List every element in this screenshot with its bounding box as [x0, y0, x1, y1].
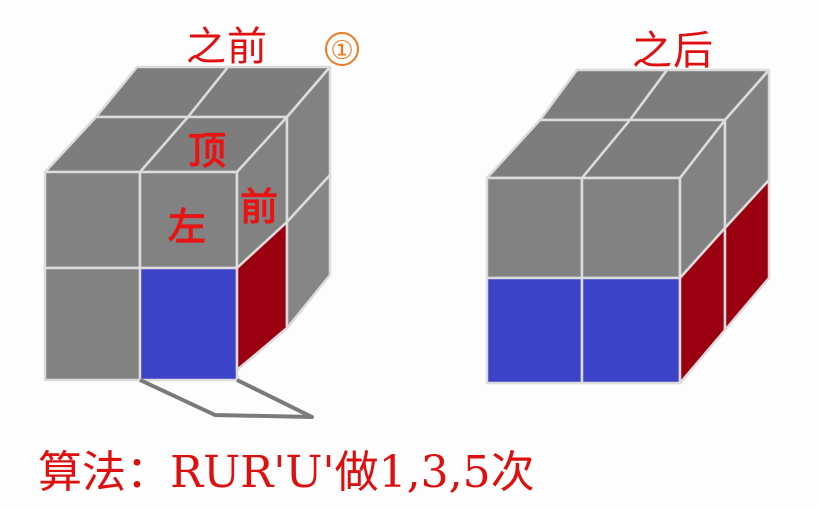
left-face-label: 左: [168, 205, 207, 249]
blue-sticker: [138, 266, 239, 382]
before-top-face: [43, 65, 332, 174]
before-bottom-outline: [139, 378, 314, 419]
after-right-face: [678, 68, 771, 385]
step-number-badge: ①: [325, 32, 359, 66]
top-face-label: 顶: [188, 129, 227, 173]
front-face-label: 前: [240, 185, 279, 229]
after-title: 之后: [632, 28, 714, 74]
blue-sticker: [580, 276, 682, 385]
algorithm-text: 算法：RUR'U'做1,3,5次: [38, 447, 535, 498]
after-cube: [485, 68, 771, 385]
blue-sticker: [485, 276, 584, 385]
before-title: 之前: [186, 24, 268, 70]
after-front-face: [485, 176, 682, 385]
before-front-face: [43, 170, 239, 382]
before-cube: [43, 65, 332, 419]
red-sticker: [723, 178, 771, 332]
before-right-face: [235, 65, 332, 372]
